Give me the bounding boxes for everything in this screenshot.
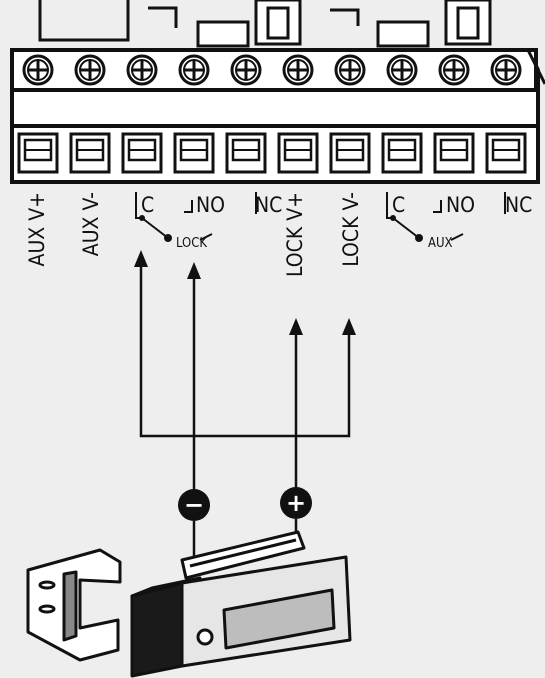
relay-board-fragment [38,0,492,48]
aux-relay-symbol [386,192,506,242]
terminal-screw-icon [438,54,470,86]
terminal-clamp [69,132,111,174]
label-lock-nc: NC [255,193,282,217]
label-aux-group: AUX [428,236,453,251]
label-aux-v-plus: AUX V+ [25,192,49,266]
label-lock-group: LOCK [176,236,207,251]
terminal-screws [22,54,522,86]
svg-text:−: − [184,491,204,519]
terminal-clamp [277,132,319,174]
terminal-clamp [173,132,215,174]
arrow-lock-c [134,250,148,267]
label-lock-v-minus: LOCK V- [339,192,363,267]
label-lock-no: NO [196,193,225,217]
label-aux-c: C [392,193,405,217]
terminal-screw-icon [282,54,314,86]
svg-text:+: + [286,489,306,517]
terminal-screw-icon [178,54,210,86]
label-aux-v-minus: AUX V- [79,192,103,256]
wiring [139,265,351,490]
terminal-screw-icon [74,54,106,86]
terminal-screw-icon [334,54,366,86]
lock-face-panel [222,588,336,650]
strike-plate-bracket [26,548,122,662]
terminal-screw-icon [126,54,158,86]
wire-lock-c [139,265,351,438]
positive-marker: + [280,487,312,519]
arrow-lock-no [187,262,201,279]
terminal-screw-icon [490,54,522,86]
terminal-clamp [485,132,527,174]
terminal-clamp [381,132,423,174]
terminal-clamp [17,132,59,174]
magnetic-lock [130,530,352,678]
terminal-clamps [17,132,527,174]
terminal-clamp [225,132,267,174]
negative-marker: − [178,489,210,521]
wire-arrows [134,250,356,335]
label-lock-c: C [141,193,154,217]
terminal-screw-icon [22,54,54,86]
terminal-screw-icon [386,54,418,86]
arrow-lock-v-minus [342,318,356,335]
arrow-lock-v-plus [289,318,303,335]
label-lock-v-plus: LOCK V+ [283,192,307,277]
keyhole-icon [196,628,214,646]
terminal-clamp [121,132,163,174]
label-aux-no: NO [446,193,475,217]
terminal-clamp [433,132,475,174]
terminal-screw-icon [230,54,262,86]
lock-relay-symbol [135,192,257,242]
label-aux-nc: NC [505,193,532,217]
terminal-clamp [329,132,371,174]
